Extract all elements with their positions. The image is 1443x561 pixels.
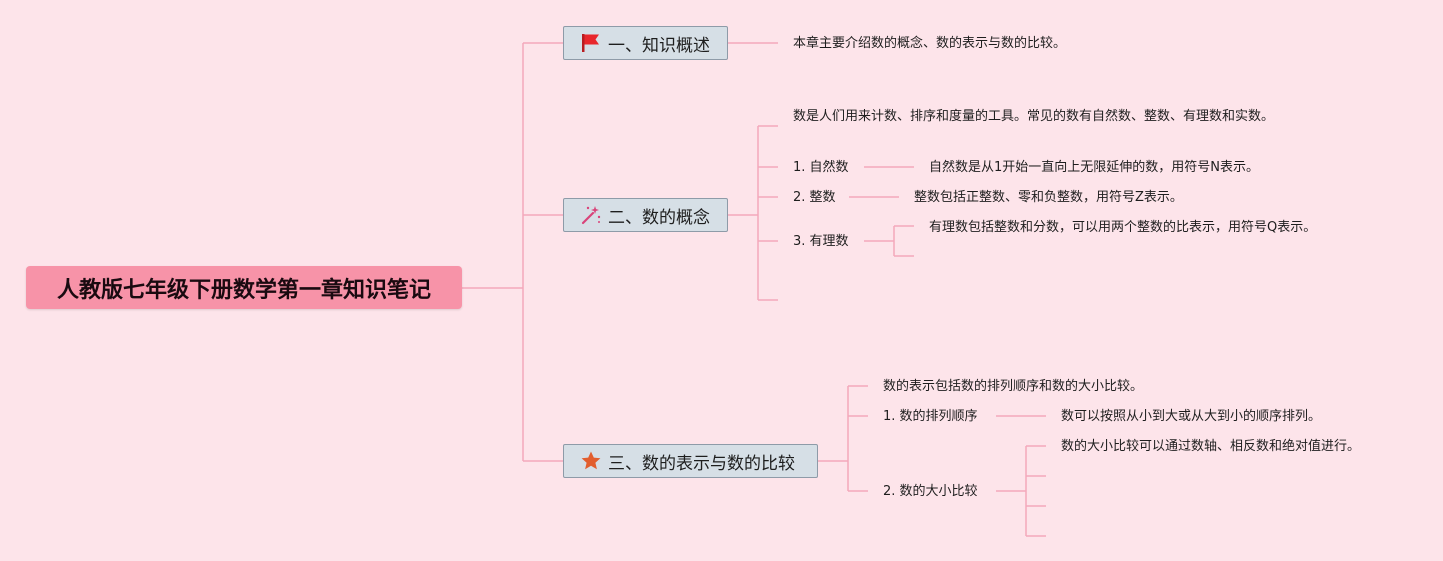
representation-item-comparison[interactable]: 2. 数的大小比较	[883, 484, 978, 499]
concept-item-rational-numbers[interactable]: 3. 有理数	[793, 234, 849, 249]
branch-title: 三、数的表示与数的比较	[608, 453, 795, 474]
red-flag-icon	[580, 32, 602, 54]
concept-item-integers[interactable]: 2. 整数	[793, 190, 836, 205]
integers-detail[interactable]: 整数包括正整数、零和负整数，用符号Z表示。	[914, 190, 1183, 205]
comparison-detail[interactable]: 数的大小比较可以通过数轴、相反数和绝对值进行。	[1061, 439, 1361, 454]
branch-number-concept[interactable]: 二、数的概念	[563, 198, 728, 232]
overview-summary[interactable]: 本章主要介绍数的概念、数的表示与数的比较。	[793, 36, 1067, 51]
concept-summary[interactable]: 数是人们用来计数、排序和度量的工具。常见的数有自然数、整数、有理数和实数。	[793, 109, 1275, 124]
natural-numbers-detail[interactable]: 自然数是从1开始一直向上无限延伸的数，用符号N表示。	[929, 160, 1259, 175]
ordering-detail[interactable]: 数可以按照从小到大或从大到小的顺序排列。	[1061, 409, 1322, 424]
root-topic[interactable]: 人教版七年级下册数学第一章知识笔记	[26, 266, 462, 309]
star-icon	[580, 450, 602, 472]
rational-numbers-detail[interactable]: 有理数包括整数和分数，可以用两个整数的比表示，用符号Q表示。	[929, 220, 1317, 235]
branch-number-representation-comparison[interactable]: 三、数的表示与数的比较	[563, 444, 818, 478]
concept-item-natural-numbers[interactable]: 1. 自然数	[793, 160, 849, 175]
branch-title: 一、知识概述	[608, 35, 710, 56]
branch-title: 二、数的概念	[608, 207, 710, 228]
representation-summary[interactable]: 数的表示包括数的排列顺序和数的大小比较。	[883, 379, 1144, 394]
branch-knowledge-overview[interactable]: 一、知识概述	[563, 26, 728, 60]
representation-item-ordering[interactable]: 1. 数的排列顺序	[883, 409, 978, 424]
magic-wand-icon	[580, 204, 602, 226]
